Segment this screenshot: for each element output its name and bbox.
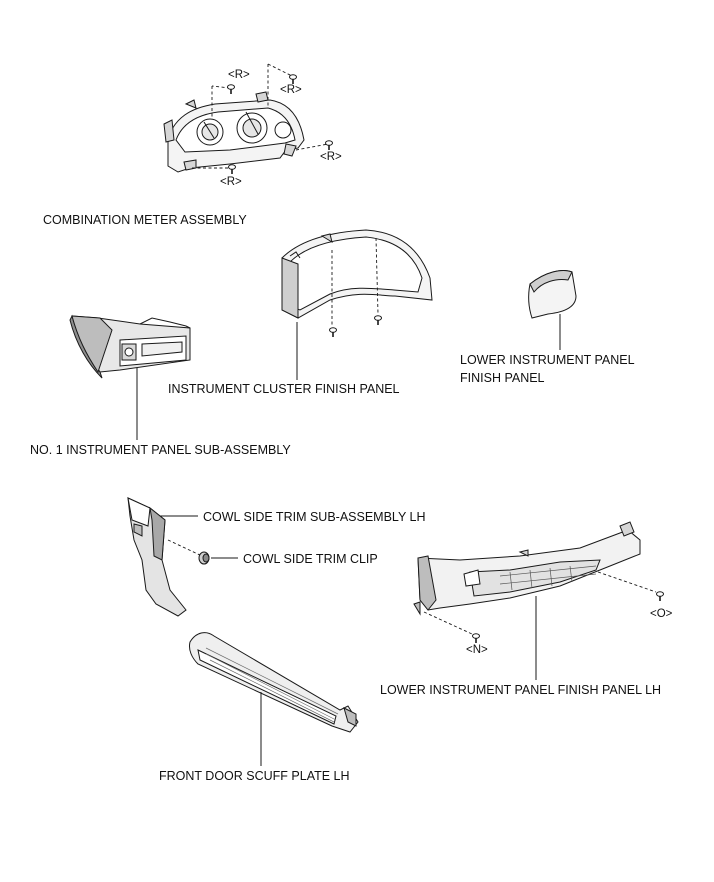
marker-r-3: <R> — [320, 151, 342, 163]
no1-instrument-panel-part — [69, 314, 191, 379]
meter-screw-4-icon — [227, 163, 237, 175]
marker-n: <N> — [466, 644, 488, 656]
marker-r-2: <R> — [280, 84, 302, 96]
lower-panel-screw-o-icon — [655, 590, 665, 602]
label-combination-meter: COMBINATION METER ASSEMBLY — [43, 213, 247, 227]
meter-screw-1-icon — [226, 83, 236, 95]
label-instrument-cluster-finish-panel: INSTRUMENT CLUSTER FINISH PANEL — [168, 382, 400, 396]
instrument-cluster-finish-panel-part — [281, 229, 433, 319]
label-lower-panel-finish-line1: LOWER INSTRUMENT PANEL — [460, 353, 635, 367]
meter-screw-3-icon — [324, 139, 334, 151]
marker-r-4: <R> — [220, 176, 242, 188]
lower-panel-screw-n-icon — [471, 632, 481, 644]
label-cowl-side-trim-clip: COWL SIDE TRIM CLIP — [243, 552, 378, 566]
cowl-side-trim-part — [127, 497, 187, 617]
label-lower-panel-finish-lh: LOWER INSTRUMENT PANEL FINISH PANEL LH — [380, 683, 662, 697]
label-no1-instrument-panel: NO. 1 INSTRUMENT PANEL SUB-ASSEMBLY — [30, 443, 291, 457]
meter-screw-markers — [192, 63, 329, 169]
cowl-clip-icon — [198, 551, 210, 565]
marker-o: <O> — [650, 608, 673, 620]
label-front-door-scuff: FRONT DOOR SCUFF PLATE LH — [159, 769, 350, 783]
label-cowl-side-trim: COWL SIDE TRIM SUB-ASSEMBLY LH — [203, 510, 426, 524]
meter-screw-2-icon — [288, 73, 298, 85]
cluster-panel-screw-1-icon — [328, 326, 338, 338]
lower-instrument-panel-finish-panel-part — [528, 270, 577, 319]
lower-instrument-panel-finish-panel-lh-part — [413, 521, 641, 616]
cluster-panel-screw-2-icon — [373, 314, 383, 326]
marker-r-1: <R> — [228, 69, 250, 81]
combination-meter-assembly — [163, 91, 305, 173]
front-door-scuff-plate-part — [189, 632, 359, 733]
label-lower-panel-finish-line2: FINISH PANEL — [460, 371, 545, 385]
